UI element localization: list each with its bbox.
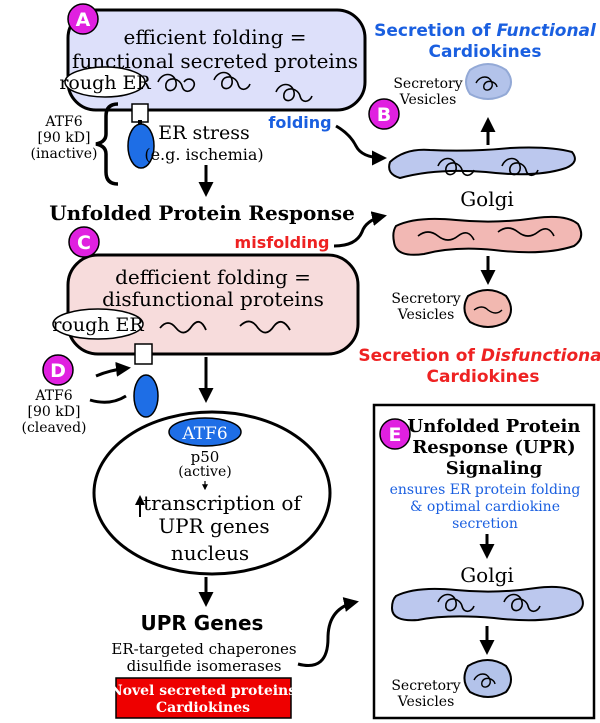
brace-icon [95, 102, 119, 186]
signaling-title-line3: Signaling [446, 458, 543, 479]
golgi-label: Golgi [460, 187, 514, 211]
dysfunctional-er-line2: disfunctional proteins [102, 287, 324, 311]
p50-line2: (active) [178, 464, 231, 480]
arrow-atf6-to-nucleus [89, 394, 127, 404]
atf6-inactive: ATF6 [90 kD] (inactive) [31, 102, 155, 186]
atf6-luminal-domain [131, 103, 149, 123]
folded-protein-icon [157, 73, 196, 93]
nucleus: ATF6 p50 (active) transcription of UPR g… [92, 410, 332, 576]
atf6-inactive-line3: (inactive) [31, 146, 98, 162]
atf6-cleaved-domain [133, 374, 159, 418]
folded-protein-icon [275, 83, 313, 103]
functional-secretion-part1: Secretion of [374, 21, 496, 41]
signaling-golgi-cisterna [390, 585, 584, 622]
badge-a: A [67, 3, 99, 35]
upr-signaling-panel: E Unfolded Protein Response (UPR) Signal… [372, 403, 596, 720]
functional-secretion-line2: Cardiokines [429, 42, 542, 62]
dysfunctional-secretion-line2: Cardiokines [427, 367, 540, 387]
signaling-vesicles-line1: Secretory [391, 678, 460, 694]
upr-title: Unfolded Protein Response [49, 201, 355, 225]
misfolded-protein-icon [497, 227, 555, 237]
atf6-cleaved-line3: (cleaved) [21, 420, 86, 436]
misfolding-label: misfolding [235, 233, 330, 252]
folded-protein-icon [437, 593, 475, 613]
rough-er-label-top: rough ER [59, 66, 151, 98]
upr-genes-title: UPR Genes [141, 611, 264, 635]
signaling-golgi-label: Golgi [460, 563, 514, 587]
er-stress-line1: ER stress [158, 122, 249, 144]
signaling-title-line1: Unfolded Protein [408, 416, 581, 437]
vesicle-functional [465, 63, 512, 100]
dysfunctional-er-line1: defficient folding = [115, 265, 311, 289]
rough-er-text: rough ER [52, 314, 144, 336]
signaling-desc-line3: secretion [452, 516, 518, 532]
er-stress-line2: (e.g. ischemia) [144, 145, 263, 164]
vesicles-bottom-line2: Vesicles [397, 307, 455, 323]
rough-er-text: rough ER [59, 72, 151, 94]
dysfunctional-secretion-part1: Secretion of [358, 346, 480, 366]
atf6-inactive-line2: [90 kD] [38, 130, 91, 146]
signaling-desc-line2: & optimal cardiokine [410, 499, 560, 515]
atf6-active-text: ATF6 [181, 424, 227, 444]
upr-genes-line2: disulfide isomerases [127, 657, 282, 675]
badge-e: E [379, 418, 411, 450]
badge-a-text: A [76, 9, 91, 31]
functional-er-line1: efficient folding = [124, 25, 307, 49]
atf6-cleaved-line2: [90 kD] [28, 404, 81, 420]
folded-protein-icon [213, 71, 251, 91]
badge-e-text: E [389, 424, 402, 446]
folding-label: folding [268, 113, 331, 132]
arrow-cleavage [95, 361, 131, 378]
golgi-functional-cisterna [388, 146, 576, 180]
misfolded-protein-icon [473, 306, 503, 314]
atf6-active-badge [168, 417, 242, 447]
functional-secretion-title: Secretion of Functional [374, 21, 597, 41]
arrow-genes-to-signaling [297, 597, 359, 667]
arrow-folding-to-golgi [335, 124, 387, 166]
misfolded-protein-icon [417, 231, 475, 241]
folded-protein-icon [437, 157, 475, 177]
novel-cardiokines-line1: Novel secreted proteins [110, 683, 296, 699]
signaling-title-line2: Response (UPR) [412, 437, 575, 458]
atf6-stem [138, 120, 142, 126]
p50-line1: p50 [191, 448, 220, 466]
signaling-vesicle [463, 659, 512, 698]
vesicles-top-line2: Vesicles [399, 92, 457, 108]
misfolded-protein-icon [239, 320, 291, 334]
folded-protein-icon [503, 593, 541, 613]
upr-genes-line1: ER-targeted chaperones [111, 640, 296, 658]
signaling-desc-line1: ensures ER protein folding [390, 482, 581, 498]
transcription-line2: UPR genes [158, 514, 269, 538]
vesicles-top-line1: Secretory [393, 76, 462, 92]
rough-er-label-bottom: rough ER [52, 308, 144, 340]
folded-protein-icon [501, 157, 539, 177]
badge-b-text: B [377, 104, 391, 126]
folded-protein-icon [475, 76, 498, 91]
badge-d-text: D [50, 360, 66, 382]
badge-b: B [368, 98, 400, 130]
dysfunctional-secretion-title: Secretion of Disfunctional [358, 346, 600, 366]
vesicle-dysfunctional [463, 289, 512, 328]
transcription-line1: transcription of [143, 491, 302, 515]
atf6-inactive-line1: ATF6 [44, 114, 82, 130]
golgi-dysfunctional-cisterna [392, 215, 583, 256]
nucleus-label: nucleus [171, 541, 249, 565]
badge-c: C [68, 226, 100, 258]
badge-c-text: C [77, 232, 91, 254]
atf6-luminal-remnant [134, 343, 153, 365]
atf6-cleaved-line1: ATF6 [34, 388, 72, 404]
novel-cardiokines-line2: Cardiokines [156, 700, 250, 716]
signaling-vesicles-line2: Vesicles [397, 694, 455, 710]
novel-cardiokines-box: Novel secreted proteins Cardiokines [110, 677, 296, 719]
dysfunctional-er: defficient folding = disfunctional prote… [66, 253, 360, 356]
misfolded-protein-icon [159, 320, 207, 334]
badge-d: D [42, 354, 74, 386]
dysfunctional-secretion-italic: Disfunctional [481, 346, 600, 366]
vesicles-bottom-line1: Secretory [391, 291, 460, 307]
folded-protein-icon [473, 673, 496, 688]
functional-secretion-italic: Functional [497, 21, 597, 41]
arrow-misfolding-to-golgi [333, 211, 387, 248]
atf6-cyto-domain [127, 123, 155, 169]
